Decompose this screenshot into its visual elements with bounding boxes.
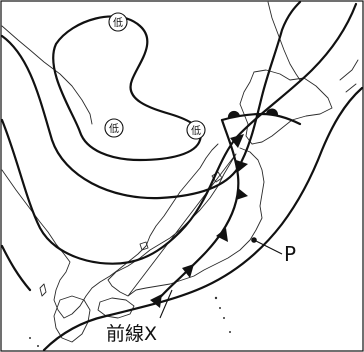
cold-front-mark <box>182 264 194 278</box>
isobar-southwest <box>0 244 32 292</box>
island-dot <box>214 296 218 300</box>
front-x-annotation: 前線X <box>106 289 173 345</box>
coastline-kyushu <box>53 295 91 343</box>
island-dot <box>29 337 31 339</box>
cold-front-mark <box>216 228 228 242</box>
isobar-outer-south <box>42 86 364 352</box>
front-x-leader <box>159 289 173 319</box>
isobar-third <box>0 2 358 265</box>
cold-front-mark <box>236 160 248 172</box>
cold-front-mark <box>230 134 244 148</box>
low-pressure-marker: 低 <box>186 120 206 140</box>
point-p-leader <box>253 239 283 255</box>
coastlines <box>1 1 359 347</box>
front-x-label: 前線X <box>106 323 157 345</box>
coastline-tsushima <box>39 283 47 297</box>
low-pressure-marker: 低 <box>108 12 128 32</box>
isobar-second <box>0 0 302 200</box>
point-p: P <box>251 237 296 266</box>
coastline-kurils <box>339 59 359 93</box>
island-dot <box>223 317 225 319</box>
coastline-honshu <box>107 147 265 297</box>
island-dot <box>229 331 231 333</box>
point-p-label: P <box>284 242 296 266</box>
low-circle <box>104 118 124 138</box>
warm-front-mark <box>227 110 240 118</box>
isobar-inner-closed <box>52 15 202 162</box>
coastline-oki <box>139 241 149 251</box>
low-circle <box>108 12 128 32</box>
coastline-mainland <box>1 25 219 319</box>
warm-front-line <box>220 112 302 126</box>
low-circle <box>186 120 206 140</box>
low-label: 低 <box>113 16 123 29</box>
coastline-hokkaido <box>239 69 333 145</box>
coastline-shikoku <box>97 297 135 319</box>
cold-front-mark <box>236 188 248 200</box>
cold-front-mark <box>150 294 162 308</box>
front-x <box>150 108 302 308</box>
coastline-sakhalin <box>267 1 301 81</box>
low-label: 低 <box>191 124 201 137</box>
island-dot <box>37 345 39 347</box>
low-label: 低 <box>109 122 119 135</box>
warm-front-mark <box>266 108 279 115</box>
low-pressure-marker: 低 <box>104 118 124 138</box>
island-dot <box>219 307 221 309</box>
